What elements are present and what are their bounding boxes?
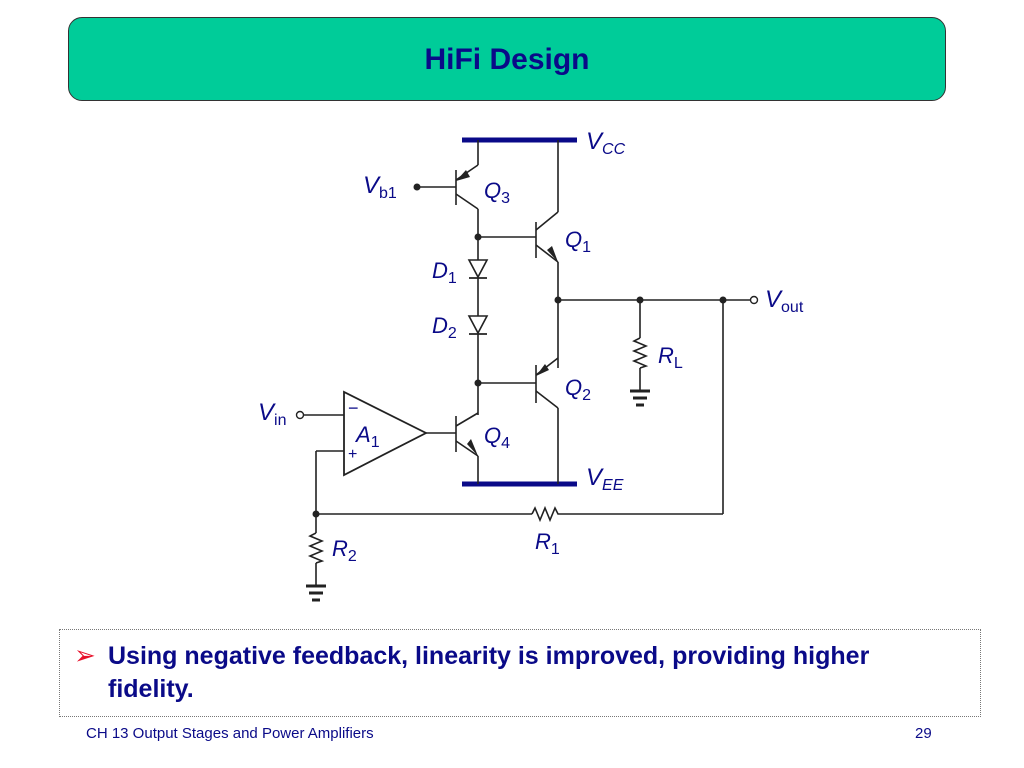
diode-d2-icon xyxy=(467,315,489,335)
junction-dots xyxy=(312,183,727,518)
diode-d1-icon xyxy=(467,259,489,279)
label-q1: Q1 xyxy=(565,227,591,256)
q4-emitter-arrow xyxy=(467,439,478,456)
label-vout: Vout xyxy=(765,286,804,316)
ground-icon xyxy=(306,584,326,602)
label-vin: Vin xyxy=(258,399,286,429)
vout-terminal xyxy=(749,295,759,305)
opamp-a1-icon xyxy=(343,390,428,477)
q3-emitter-arrow xyxy=(456,170,470,181)
ground-icon xyxy=(630,389,650,407)
label-q2: Q2 xyxy=(565,375,591,404)
label-rl: RL xyxy=(658,343,683,372)
footer-chapter: CH 13 Output Stages and Power Amplifiers xyxy=(86,725,374,742)
title-banner: HiFi Design xyxy=(68,17,946,101)
vin-terminal xyxy=(295,410,305,420)
resistor-rl-icon xyxy=(631,337,649,369)
bullet-box: ➢ Using negative feedback, linearity is … xyxy=(59,629,981,717)
label-r2: R2 xyxy=(332,536,357,565)
opamp-minus-sign: − xyxy=(348,398,359,418)
resistor-r1-icon xyxy=(531,505,560,523)
label-d1: D1 xyxy=(432,258,457,287)
wires xyxy=(303,140,750,585)
label-d2: D2 xyxy=(432,313,457,342)
page-number: 29 xyxy=(915,725,932,742)
q1-emitter-arrow xyxy=(547,246,558,262)
bullet-text: Using negative feedback, linearity is im… xyxy=(108,642,870,703)
label-vee: VEE xyxy=(586,464,624,494)
label-a1: A1 xyxy=(354,422,380,451)
slide-title: HiFi Design xyxy=(424,43,590,76)
arrow-right-icon: ➢ xyxy=(74,640,96,670)
opamp-plus-sign: + xyxy=(348,446,357,463)
label-q4: Q4 xyxy=(484,423,510,452)
resistor-r2-icon xyxy=(307,532,325,564)
label-vb1: Vb1 xyxy=(363,172,397,202)
label-r1: R1 xyxy=(535,529,560,558)
q2-emitter-arrow xyxy=(536,364,549,376)
label-vcc: VCC xyxy=(586,128,626,158)
label-q3: Q3 xyxy=(484,178,510,207)
